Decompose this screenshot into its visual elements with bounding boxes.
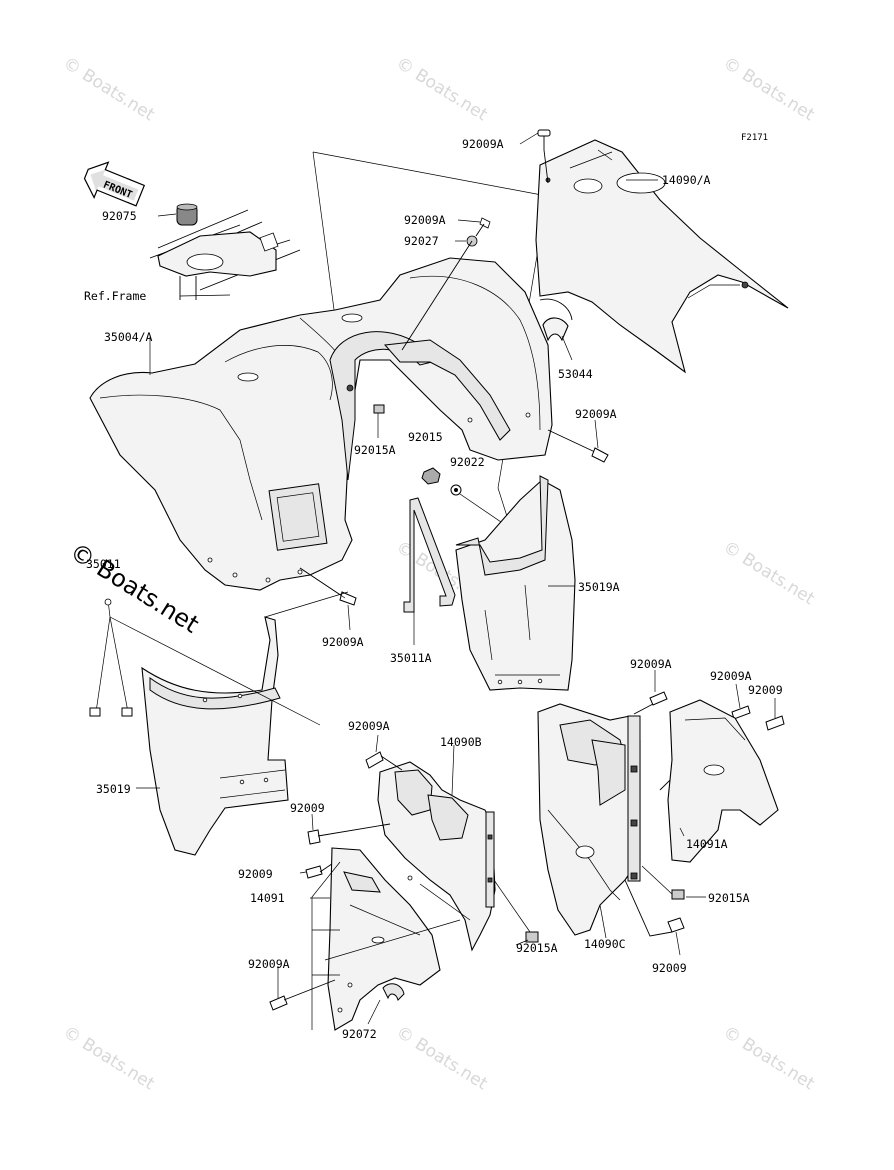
label-92009A-rp1: 92009A — [630, 657, 672, 671]
label-92075: 92075 — [102, 209, 137, 223]
label-92009A-rp2: 92009A — [710, 669, 752, 683]
bolt-92009-c1 — [307, 823, 391, 845]
watermark: © Boats.net — [392, 1022, 491, 1094]
cover-14090B — [377, 761, 496, 952]
watermark-large: © Boats.net — [65, 537, 204, 638]
watermark: © Boats.net — [719, 53, 818, 125]
bolt-92009A-c — [365, 751, 403, 771]
label-92015A-right: 92015A — [708, 891, 750, 905]
label-35004A: 35004/A — [104, 330, 153, 344]
label-35011: 35011 — [86, 557, 121, 571]
label-92009-b2: 92009 — [652, 961, 687, 975]
label-92072: 92072 — [342, 1027, 377, 1041]
label-92009A-right: 92009A — [575, 407, 617, 421]
label-14090C: 14090C — [584, 937, 626, 951]
nut-92015A-upper — [373, 404, 385, 414]
bolt-92009-rp3 — [765, 715, 785, 731]
label-92009-c2: 92009 — [238, 867, 273, 881]
cover-14090A — [535, 139, 789, 374]
part-labels: 92009A 14090/A 92075 92009A 92027 Ref.Fr… — [84, 137, 783, 1041]
bolt-92009-b2 — [624, 879, 685, 937]
mudguard-35019 — [141, 616, 289, 856]
watermark: © Boats.net — [719, 537, 818, 609]
nut-92015A-bottom — [525, 931, 539, 943]
label-92009A-mid: 92009A — [404, 213, 446, 227]
grommet-92075 — [176, 203, 198, 226]
label-92009-rp3: 92009 — [748, 683, 783, 697]
label-92009A-c: 92009A — [348, 719, 390, 733]
nut-92015A-right — [671, 889, 685, 900]
mudguard-35019A — [455, 475, 576, 691]
bracket-35011 — [89, 598, 133, 717]
fender-bracket — [383, 339, 511, 441]
nut-92015 — [421, 467, 441, 485]
label-ref-frame: Ref.Frame — [84, 289, 146, 303]
bolt-92009A-b — [269, 979, 336, 1011]
label-53044: 53044 — [558, 367, 593, 381]
bolt-92009A-rp1 — [633, 691, 668, 715]
watermark: © Boats.net — [59, 53, 158, 125]
label-14091A: 14091A — [686, 837, 728, 851]
label-92009A-lower: 92009A — [322, 635, 364, 649]
label-14090A: 14090/A — [662, 173, 711, 187]
bracket-35011A — [403, 497, 456, 613]
panel-14091A — [667, 699, 779, 863]
leader-lines — [136, 132, 776, 1025]
hardware-92027 — [401, 217, 491, 351]
label-92009A-top: 92009A — [462, 137, 504, 151]
label-92027: 92027 — [404, 234, 439, 248]
bolt-92009A-right — [547, 429, 609, 463]
front-arrow: FRONT — [83, 161, 146, 207]
panel-14091 — [327, 847, 441, 1031]
watermark: © Boats.net — [719, 1022, 818, 1094]
label-35011A: 35011A — [390, 651, 432, 665]
label-35019: 35019 — [96, 782, 131, 796]
clip-92072 — [382, 983, 405, 1001]
label-14090B: 14090B — [440, 735, 482, 749]
label-92022: 92022 — [450, 455, 485, 469]
watermark: © Boats.net — [392, 53, 491, 125]
diagram-code: F2171 — [741, 133, 768, 143]
label-92015A-bottom: 92015A — [516, 941, 558, 955]
clip-53044 — [542, 317, 569, 342]
label-92015A-upper: 92015A — [354, 443, 396, 457]
label-92009A-b: 92009A — [248, 957, 290, 971]
label-92015: 92015 — [408, 430, 443, 444]
bolt-92009A-top — [537, 129, 551, 184]
frame-reference — [149, 209, 301, 300]
label-35019A: 35019A — [578, 580, 620, 594]
cover-14090C — [537, 703, 641, 936]
watermark: © Boats.net — [59, 1022, 158, 1094]
label-14091: 14091 — [250, 891, 285, 905]
fender-35004A — [89, 257, 553, 591]
label-92009-c1: 92009 — [290, 801, 325, 815]
